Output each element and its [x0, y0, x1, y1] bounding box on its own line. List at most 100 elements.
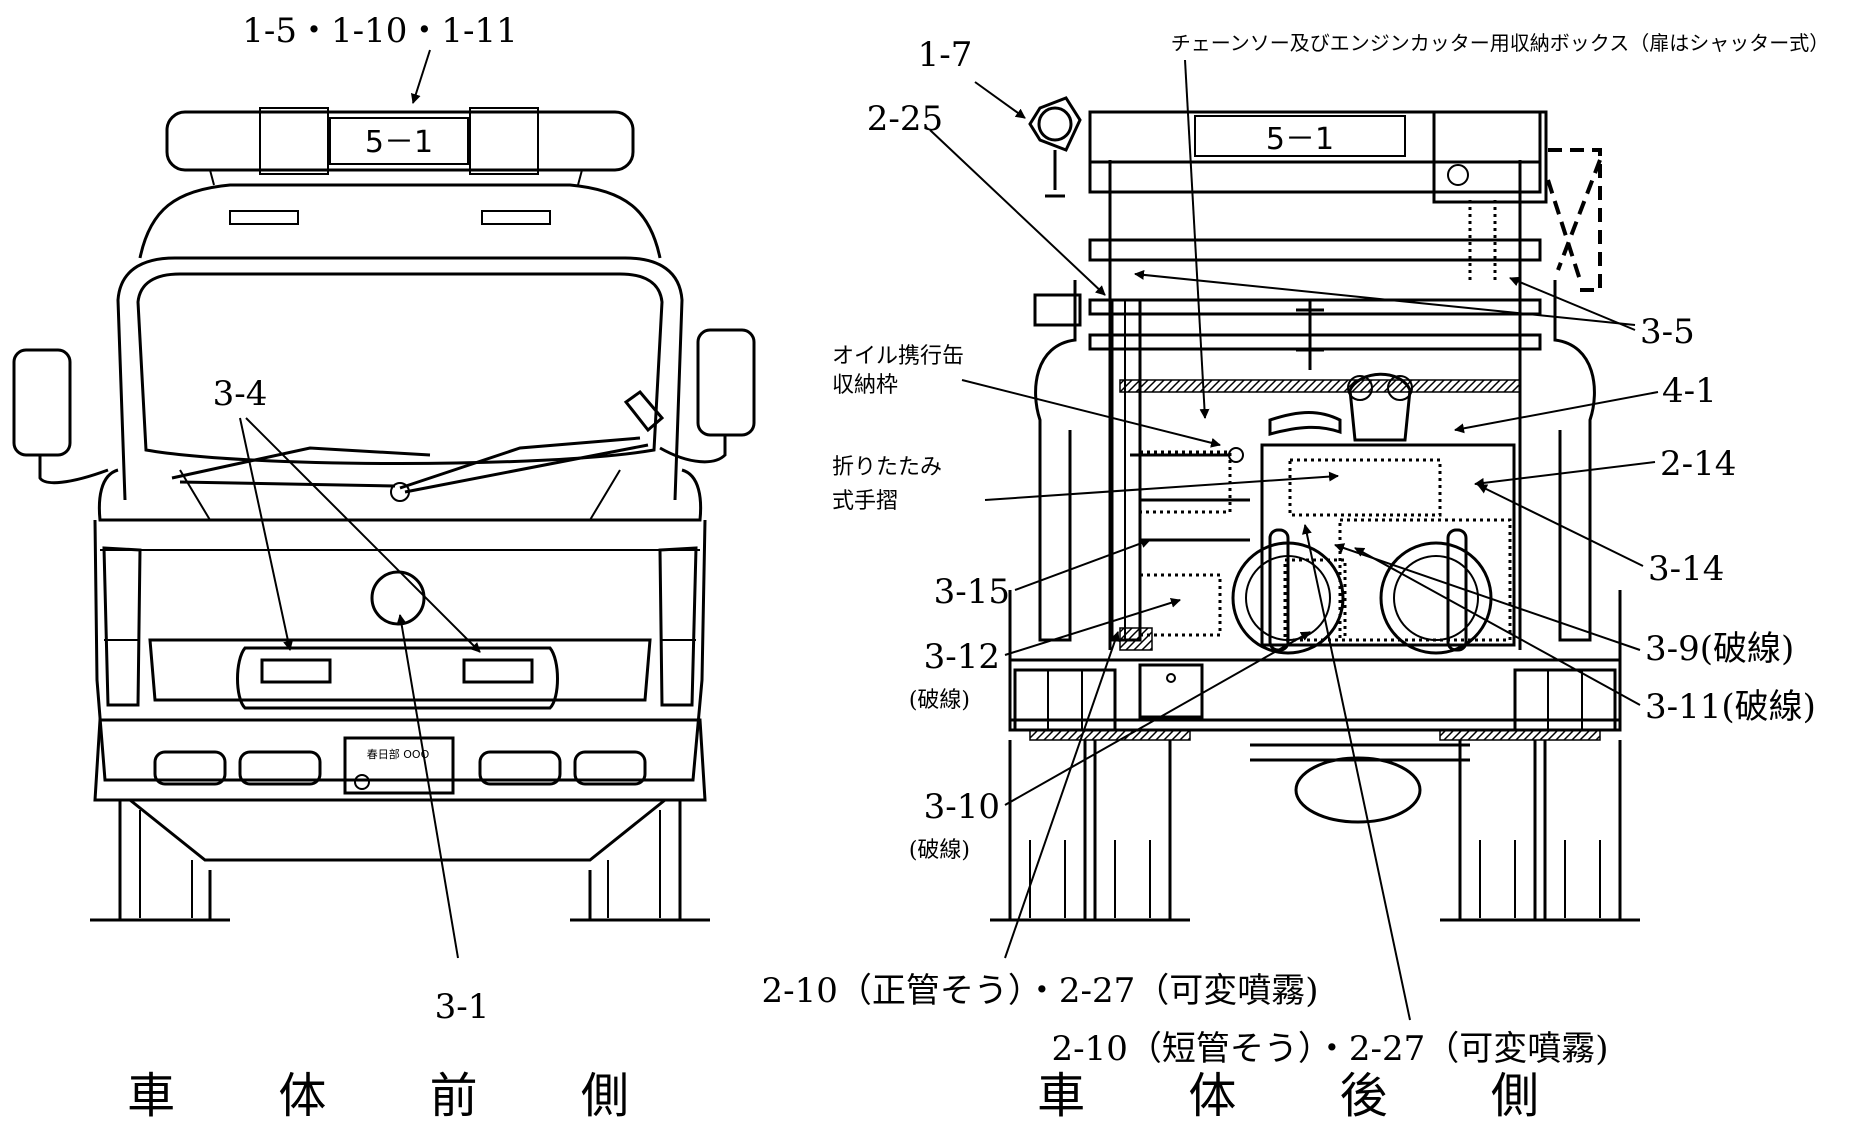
leader-3-12: [1004, 597, 1181, 656]
rear-rack-bar: [1088, 238, 1542, 262]
front-under-panel: [129, 798, 666, 862]
front-headlight-left: [102, 546, 142, 707]
rear-axle: [1250, 743, 1470, 762]
rear-dotted-chainsaw: [1288, 458, 1442, 517]
rear-searchlight: [1028, 96, 1082, 152]
rear-note-box: チェーンソー及びエンジンカッター用収納ボックス（扉はシャッター式）: [1171, 31, 1829, 55]
rear-label-3-5: 3-5: [1640, 312, 1695, 352]
rear-label-2-14: 2-14: [1660, 444, 1736, 484]
rear-reel-arm-left: [1268, 528, 1290, 652]
front-tow-hook: [354, 774, 370, 790]
rear-label-3-10: 3-10: [924, 787, 1000, 827]
front-hood-line: [97, 468, 703, 522]
front-number-plate-text: 春日部 OOO: [367, 747, 430, 761]
front-wheel-right: [588, 800, 682, 922]
rear-hatch-strip-top: [1119, 379, 1521, 393]
leader-2-10b: [1301, 524, 1411, 1021]
rear-rack-top: [1088, 160, 1542, 194]
leader-3-10: [1004, 631, 1311, 806]
leader-3-14: [1477, 484, 1644, 567]
rear-view: 5－1: [990, 96, 1640, 922]
leader-3-11: [1354, 547, 1641, 706]
front-label-3-4: 3-4: [213, 374, 268, 414]
rear-label-3-15: 3-15: [934, 572, 1010, 612]
front-light-bar: [165, 110, 635, 172]
front-number-plate: [343, 736, 455, 795]
rear-label-3-10-sub: (破線): [909, 838, 970, 863]
front-roof-plate: [329, 117, 469, 165]
front-mirror-arm-left: [38, 455, 109, 485]
front-windshield: [136, 272, 664, 465]
rear-searchlight-lens: [1037, 106, 1073, 142]
leader-oil: [961, 379, 1221, 448]
leader-3-5-right: [1509, 276, 1636, 331]
rear-note-rail-2: 式手摺: [832, 489, 898, 514]
rear-note-rail-1: 折りたたみ: [832, 455, 942, 480]
rear-dashed-flap: [1546, 148, 1602, 292]
rear-pump-compartment: [1260, 443, 1516, 647]
rear-small-door: [1138, 663, 1204, 719]
front-marker-light-right: [481, 210, 551, 225]
rear-label-3-9: 3-9(破線): [1645, 629, 1794, 669]
rear-left-bracket: [1033, 293, 1082, 327]
rear-rack-bar-3: [1088, 333, 1542, 351]
front-a-pillars: [179, 469, 621, 521]
front-wiper-right: [399, 436, 649, 494]
leader-3-4-left: [239, 417, 293, 651]
rear-valve-knob-right: [1387, 375, 1413, 401]
front-mirror-right: [696, 328, 756, 437]
rear-handrail-bars: [1130, 453, 1250, 542]
front-wiper-pivot: [390, 482, 410, 502]
front-light-mounts: [209, 169, 583, 186]
front-light-block-right: [469, 107, 539, 175]
front-grille-outline: [148, 638, 652, 702]
rear-roof-unit-knob: [1447, 164, 1469, 186]
rear-left-hose: [1034, 280, 1077, 642]
front-mirror-arm-right: [623, 389, 727, 464]
rear-roof-plate-text: 5－1: [1266, 122, 1334, 157]
rear-hatch-block: [1119, 627, 1153, 651]
rear-wheels-left: [1008, 740, 1172, 922]
rear-label-3-12: 3-12: [924, 637, 1000, 677]
front-label-top: 1-5・1-10・1-11: [242, 11, 518, 51]
leader-3-4-right: [245, 417, 481, 653]
rear-lower-body: [1008, 590, 1622, 722]
leader-1-7: [974, 81, 1026, 119]
rear-horn-nozzle: [1268, 411, 1342, 436]
rear-note-oil-2: 収納枠: [832, 373, 898, 398]
front-roof-plate-text: 5－1: [365, 125, 433, 160]
front-marker-light-left: [229, 210, 299, 225]
rear-rack-bar-2: [1088, 298, 1542, 316]
leader-3-5-left: [1134, 269, 1636, 326]
rear-differential: [1294, 756, 1422, 824]
front-fog-light-right-2: [573, 750, 647, 786]
rear-dotted-box-3-10: [1283, 558, 1347, 642]
front-label-3-1: 3-1: [435, 987, 490, 1027]
rear-label-2-25: 2-25: [867, 99, 943, 139]
leader-box-note: [1184, 59, 1210, 419]
front-fog-light-left-2: [238, 750, 322, 786]
rear-caption: 車 体 後 側: [1037, 1068, 1583, 1124]
front-fog-light-left-1: [153, 750, 227, 786]
rear-label-1-7: 1-7: [918, 35, 973, 75]
rear-roof-plate: [1194, 115, 1406, 157]
leader-2-25: [929, 129, 1106, 296]
front-wheel-details: [139, 810, 661, 918]
rear-searchlight-mount: [1045, 150, 1065, 198]
rear-label-2-10b: 2-10（短管そう）・2-27（可変噴霧): [1051, 1029, 1608, 1069]
rear-label-3-12-sub: (破線): [909, 688, 970, 713]
leader-4-1: [1454, 391, 1659, 434]
front-cab-roof: [138, 183, 662, 259]
rear-dotted-box-3-12: [1138, 573, 1222, 637]
leader-2-10a: [1004, 631, 1120, 959]
rear-pump-valve: [1348, 372, 1412, 442]
leader-3-1: [396, 614, 459, 959]
front-fog-light-right-1: [478, 750, 562, 786]
rear-wheel-details: [1029, 840, 1601, 918]
rear-dotted-box-oil: [1138, 450, 1232, 514]
leader-3-9: [1334, 543, 1641, 651]
front-cab-outline: [116, 256, 684, 501]
rear-note-oil-1: オイル携行缶: [832, 344, 964, 369]
rear-hose-reel-right-inner: [1393, 555, 1479, 641]
